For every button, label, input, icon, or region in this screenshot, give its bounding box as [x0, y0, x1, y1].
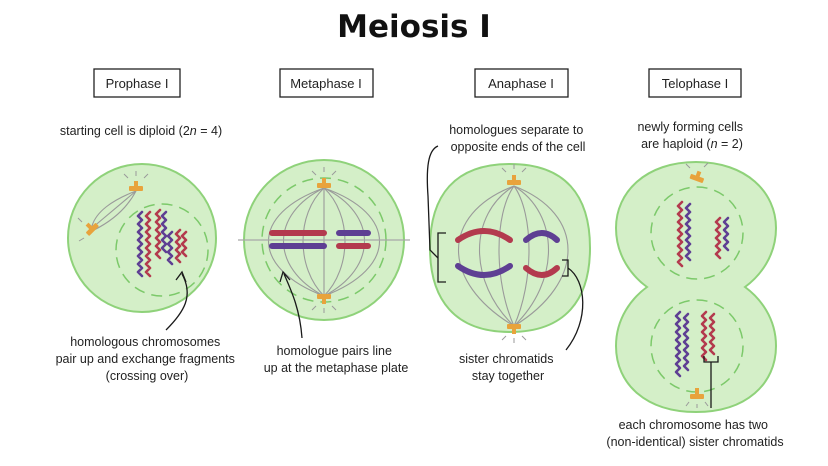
- chromosome: [523, 265, 560, 278]
- chromosome: [708, 312, 716, 356]
- anaphase-top-note: homologues separate to opposite ends of …: [449, 123, 587, 154]
- prophase-bottom-note: homologous chromosomes pair up and excha…: [56, 335, 239, 383]
- svg-text:Metaphase I: Metaphase I: [290, 76, 362, 91]
- stage-label-anaphase: Anaphase I: [474, 68, 569, 98]
- chromosome: [144, 210, 152, 278]
- telophase-cells: [614, 160, 778, 414]
- svg-text:Telophase I: Telophase I: [662, 76, 729, 91]
- centrosome-icon: [311, 167, 337, 188]
- stage-label-telophase: Telophase I: [648, 68, 742, 98]
- chromosome: [166, 230, 174, 266]
- chromosome: [674, 310, 682, 378]
- metaphase-cell: [238, 159, 410, 321]
- chromosome: [160, 210, 168, 254]
- stage-label-prophase: Prophase I: [93, 68, 181, 98]
- arrow: [565, 267, 584, 351]
- centrosome-icon: [501, 164, 527, 185]
- chromosome: [455, 263, 513, 278]
- chromosome: [180, 230, 188, 258]
- centrosome-icon: [311, 294, 337, 313]
- prophase-cell: [67, 163, 217, 313]
- svg-text:Prophase I: Prophase I: [106, 76, 169, 91]
- anaphase-bottom-note: sister chromatids stay together: [459, 352, 557, 383]
- chromosome: [174, 228, 182, 264]
- chromosome: [154, 208, 162, 260]
- chromosome: [676, 200, 684, 268]
- chromosome: [714, 216, 722, 260]
- centrosome-icon: [123, 171, 149, 191]
- telophase-bottom-note: each chromosome has two (non-identical) …: [606, 418, 783, 449]
- chromosome: [700, 310, 708, 362]
- chromosome: [136, 210, 144, 278]
- centrosome-icon: [689, 170, 704, 183]
- chromosome: [523, 230, 560, 243]
- chromosome: [684, 202, 692, 262]
- telophase-top-note: newly forming cells are haploid (n = 2): [637, 120, 746, 151]
- svg-text:Anaphase I: Anaphase I: [488, 76, 554, 91]
- metaphase-bottom-note: homologue pairs line up at the metaphase…: [264, 344, 409, 375]
- page-title: Meiosis I: [337, 9, 491, 45]
- stage-label-metaphase: Metaphase I: [279, 68, 374, 98]
- chromosome: [455, 228, 513, 243]
- chromosome: [682, 312, 690, 372]
- bracket: [426, 145, 439, 259]
- chromosome: [722, 216, 730, 252]
- arrow: [283, 273, 303, 339]
- centrosome-icon: [685, 388, 709, 408]
- centrosome-icon: [501, 324, 527, 343]
- centrosome-icon: [85, 222, 99, 236]
- anaphase-cell: [428, 162, 592, 343]
- prophase-top-note: starting cell is diploid (2n = 4): [60, 124, 222, 138]
